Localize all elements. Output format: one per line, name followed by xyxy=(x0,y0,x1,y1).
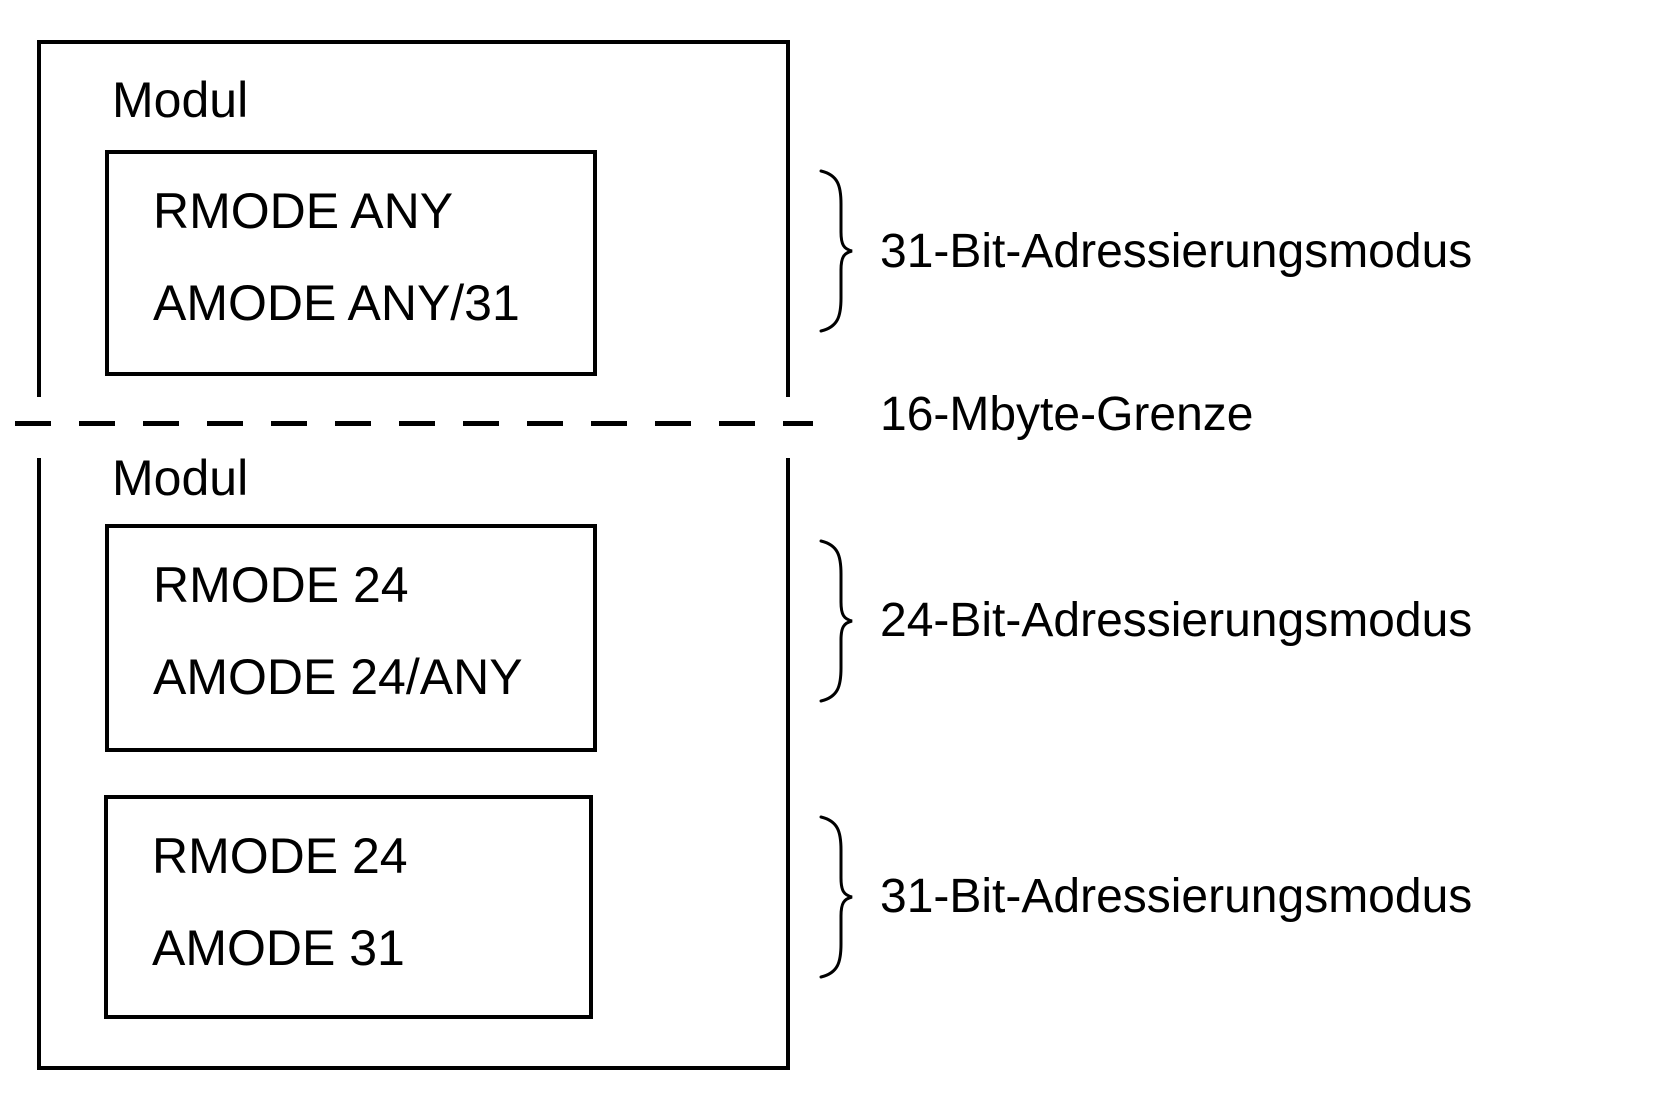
rmode-line: RMODE ANY xyxy=(153,183,454,239)
annotation-31bit-mode-top: 31-Bit-Adressierungsmodus xyxy=(880,225,1473,278)
16-mbyte-boundary-dashed-line xyxy=(15,421,813,426)
region-above-16mb-box xyxy=(37,40,790,397)
module-label-top: Modul xyxy=(112,72,249,128)
curly-brace-icon xyxy=(819,815,853,979)
rmode-line: RMODE 24 xyxy=(153,557,409,613)
rmode-line: RMODE 24 xyxy=(152,828,408,884)
amode-line: AMODE 24/ANY xyxy=(153,649,523,705)
amode-line: AMODE 31 xyxy=(152,920,405,976)
amode-line: AMODE ANY/31 xyxy=(153,275,520,331)
module-box-rmode24-amode24any: RMODE 24 AMODE 24/ANY xyxy=(105,524,597,752)
module-label-bottom: Modul xyxy=(112,450,249,506)
curly-brace-icon xyxy=(819,539,853,703)
boundary-label-16mbyte: 16-Mbyte-Grenze xyxy=(880,388,1254,441)
region-below-16mb-box xyxy=(37,458,790,1070)
annotation-24bit-mode: 24-Bit-Adressierungsmodus xyxy=(880,594,1473,647)
module-box-rmode-any: RMODE ANY AMODE ANY/31 xyxy=(105,150,597,376)
annotation-31bit-mode-bottom: 31-Bit-Adressierungsmodus xyxy=(880,870,1473,923)
curly-brace-icon xyxy=(819,169,853,333)
module-box-rmode24-amode31: RMODE 24 AMODE 31 xyxy=(104,795,593,1019)
